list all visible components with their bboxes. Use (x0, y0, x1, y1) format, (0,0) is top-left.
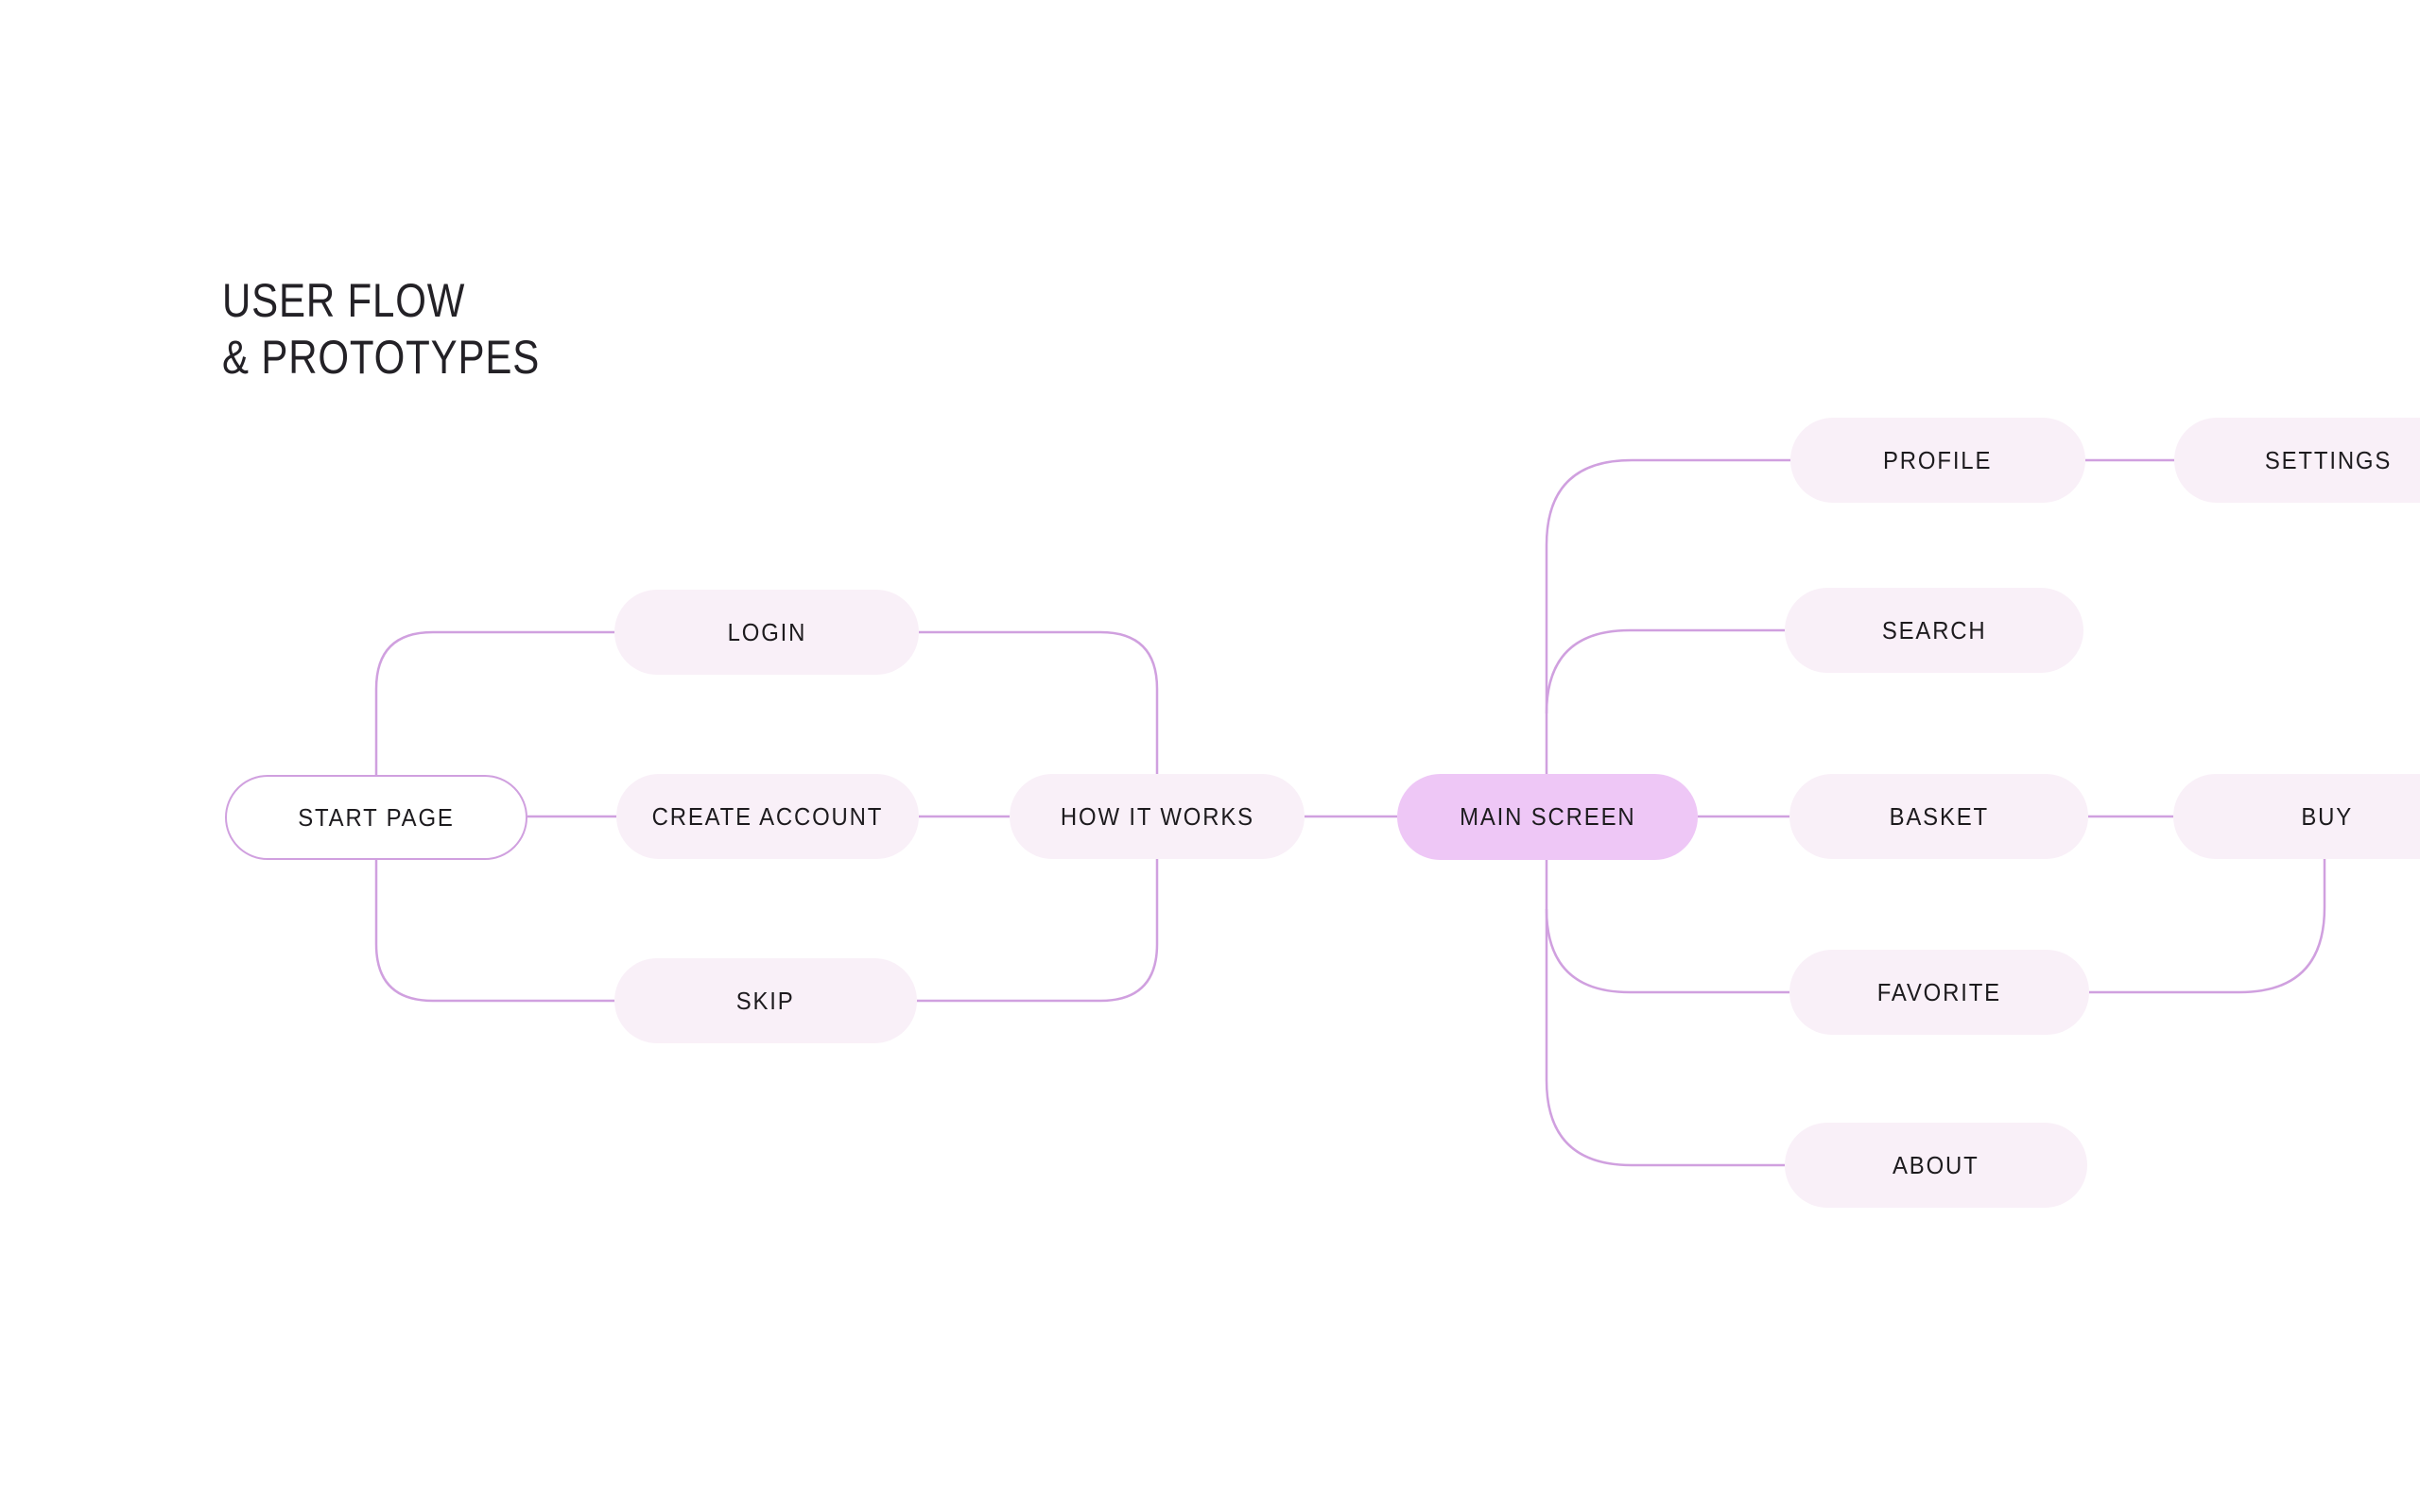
node-how-it-works: HOW IT WORKS (1010, 774, 1305, 859)
node-settings: SETTINGS (2174, 418, 2420, 503)
edge-favorite-to-buy (2089, 859, 2326, 994)
node-label-main-screen: MAIN SCREEN (1459, 802, 1636, 831)
edge-main-screen-to-search (1545, 628, 1785, 714)
node-buy: BUY (2173, 774, 2420, 859)
node-main-screen: MAIN SCREEN (1397, 774, 1698, 860)
edge-main-screen-to-about (1545, 860, 1785, 1167)
node-basket: BASKET (1789, 774, 2088, 859)
page-title: USER FLOW & PROTOTYPES (222, 272, 540, 386)
node-label-profile: PROFILE (1883, 445, 1993, 474)
node-about: ABOUT (1785, 1123, 2087, 1208)
edge-login-to-how-it-works (919, 630, 1159, 774)
node-login: LOGIN (614, 590, 919, 675)
edge-start-page-to-login (374, 630, 614, 775)
node-label-login: LOGIN (727, 617, 806, 646)
node-label-skip: SKIP (736, 986, 795, 1015)
node-start-page: START PAGE (225, 775, 527, 860)
node-search: SEARCH (1785, 588, 2083, 673)
node-label-settings: SETTINGS (2264, 445, 2393, 474)
node-profile: PROFILE (1790, 418, 2085, 503)
node-label-start-page: START PAGE (298, 802, 455, 832)
node-create-account: CREATE ACCOUNT (616, 774, 919, 859)
page-title-line1: USER FLOW (222, 274, 466, 327)
node-label-how-it-works: HOW IT WORKS (1060, 801, 1254, 831)
node-label-favorite: FAVORITE (1876, 977, 2002, 1006)
node-label-about: ABOUT (1893, 1150, 1979, 1179)
node-label-basket: BASKET (1889, 801, 1989, 831)
node-label-search: SEARCH (1881, 615, 1987, 644)
page-title-line2: & PROTOTYPES (222, 331, 541, 384)
node-label-buy: BUY (2301, 801, 2354, 831)
node-skip: SKIP (614, 958, 917, 1043)
edge-skip-to-how-it-works (917, 859, 1159, 1003)
edge-main-screen-to-favorite (1545, 908, 1789, 994)
edge-main-screen-to-profile (1545, 458, 1790, 774)
node-label-create-account: CREATE ACCOUNT (651, 801, 884, 831)
edge-start-page-to-skip (374, 860, 614, 1003)
node-favorite: FAVORITE (1789, 950, 2089, 1035)
